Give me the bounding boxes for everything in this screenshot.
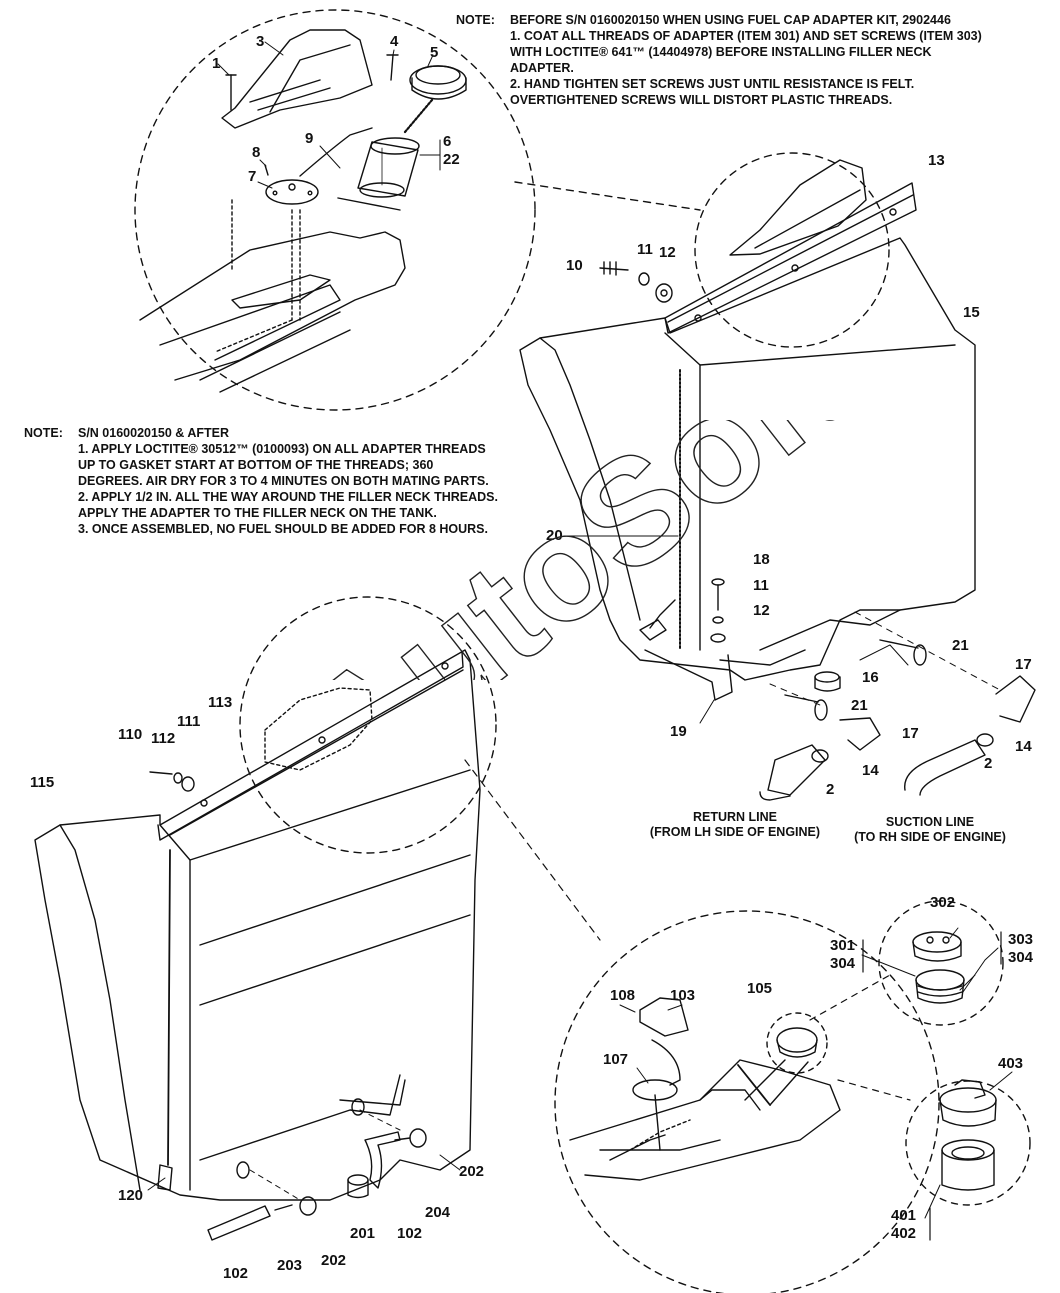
note-line: UP TO GASKET START AT BOTTOM OF THE THRE…: [78, 458, 434, 472]
callout-22: 22: [443, 151, 460, 168]
callout-201: 201: [350, 1225, 376, 1242]
callout-11b: 11: [753, 577, 769, 594]
callout-18: 18: [753, 551, 770, 568]
callout-303: 303: [1008, 931, 1034, 948]
callout-9: 9: [305, 130, 314, 147]
callout-302: 302: [930, 894, 956, 911]
callout-8: 8: [252, 144, 261, 161]
note-line: WITH LOCTITE® 641™ (14404978) BEFORE INS…: [510, 45, 932, 59]
detail-link-line: [514, 181, 701, 211]
callout-120: 120: [118, 1187, 144, 1204]
callout-5: 5: [430, 44, 439, 61]
callout-10: 10: [566, 257, 583, 274]
note-label: NOTE:: [456, 13, 495, 27]
note-line: APPLY THE ADAPTER TO THE FILLER NECK ON …: [78, 506, 437, 520]
suction-line-caption: SUCTION LINE (TO RH SIDE OF ENGINE): [835, 815, 1025, 845]
callout-304: 304: [830, 955, 856, 972]
callout-108: 108: [610, 987, 636, 1004]
callout-102b: 102: [223, 1265, 249, 1282]
callout-20: 20: [546, 527, 563, 544]
left-fuel-tank: [34, 596, 497, 1241]
note-line: 2. HAND TIGHTEN SET SCREWS JUST UNTIL RE…: [510, 77, 915, 91]
note-line: S/N 0160020150 & AFTER: [78, 426, 230, 440]
callout-202: 202: [459, 1163, 485, 1180]
callout-2b: 2: [984, 755, 993, 772]
callout-115: 115: [30, 774, 55, 791]
callout-110: 110: [118, 726, 143, 743]
callout-401: 401: [891, 1207, 917, 1224]
note-line: DEGREES. AIR DRY FOR 3 TO 4 MINUTES ON B…: [78, 474, 489, 488]
right-fuel-tank: [519, 159, 1036, 801]
detail-circle-top-left: [134, 9, 536, 411]
detail-circle-fuel-cap: [837, 1071, 1031, 1219]
note-line: OVERTIGHTENED SCREWS WILL DISTORT PLASTI…: [510, 93, 893, 107]
callout-19: 19: [670, 723, 687, 740]
callout-3: 3: [256, 33, 265, 50]
detail-circle-right: [694, 152, 890, 348]
callout-11: 11: [637, 241, 653, 258]
callout-brackets: [862, 931, 1002, 1241]
callout-16: 16: [862, 669, 879, 686]
note-line: 1. APPLY LOCTITE® 30512™ (0100093) ON AL…: [78, 442, 486, 456]
detail-link-line-2: [464, 759, 601, 941]
caption-line: RETURN LINE: [692, 810, 778, 824]
callout-17: 17: [1015, 656, 1032, 673]
note-line: BEFORE S/N 0160020150 WHEN USING FUEL CA…: [510, 13, 951, 27]
callout-21: 21: [952, 637, 969, 654]
callout-202b: 202: [321, 1252, 347, 1269]
callout-304b: 304: [1008, 949, 1034, 966]
note-line: ADAPTER.: [510, 61, 574, 75]
caption-line: SUCTION LINE: [885, 815, 975, 829]
callout-103: 103: [670, 987, 696, 1004]
note-line: 1. COAT ALL THREADS OF ADAPTER (ITEM 301…: [510, 29, 982, 43]
note-label: NOTE:: [24, 426, 63, 440]
callout-2: 2: [826, 781, 835, 798]
detail-circle-bottom-right: [554, 910, 940, 1293]
return-line-caption: RETURN LINE (FROM LH SIDE OF ENGINE): [640, 810, 830, 840]
callout-12b: 12: [753, 602, 770, 619]
callout-12: 12: [659, 244, 676, 261]
callout-204: 204: [425, 1204, 451, 1221]
callout-21b: 21: [851, 697, 868, 714]
caption-line: (TO RH SIDE OF ENGINE): [854, 830, 1006, 844]
callout-403: 403: [998, 1055, 1024, 1072]
callout-105: 105: [747, 980, 773, 997]
note-line: 2. APPLY 1/2 IN. ALL THE WAY AROUND THE …: [78, 490, 498, 504]
callout-301: 301: [830, 937, 856, 954]
callout-4: 4: [390, 33, 399, 50]
callout-107: 107: [603, 1051, 629, 1068]
callout-112: 112: [151, 730, 176, 747]
callout-14b: 14: [862, 762, 879, 779]
callout-111: 111: [177, 713, 201, 730]
watermark-logo: AutoSoft: [273, 420, 870, 680]
callout-17b: 17: [902, 725, 919, 742]
detail-circle-adapter-kit: [809, 900, 1004, 1026]
callout-203: 203: [277, 1257, 303, 1274]
callout-102: 102: [397, 1225, 423, 1242]
watermark-text: AutoSoft: [274, 420, 870, 680]
callout-1: 1: [212, 55, 221, 72]
callout-402: 402: [891, 1225, 917, 1242]
callout-13: 13: [928, 152, 945, 169]
callout-15: 15: [963, 304, 980, 321]
callout-6: 6: [443, 133, 452, 150]
caption-line: (FROM LH SIDE OF ENGINE): [649, 825, 821, 839]
callout-113: 113: [208, 694, 233, 711]
callout-7: 7: [248, 168, 257, 185]
callout-14: 14: [1015, 738, 1032, 755]
note-line: 3. ONCE ASSEMBLED, NO FUEL SHOULD BE ADD…: [78, 522, 488, 536]
